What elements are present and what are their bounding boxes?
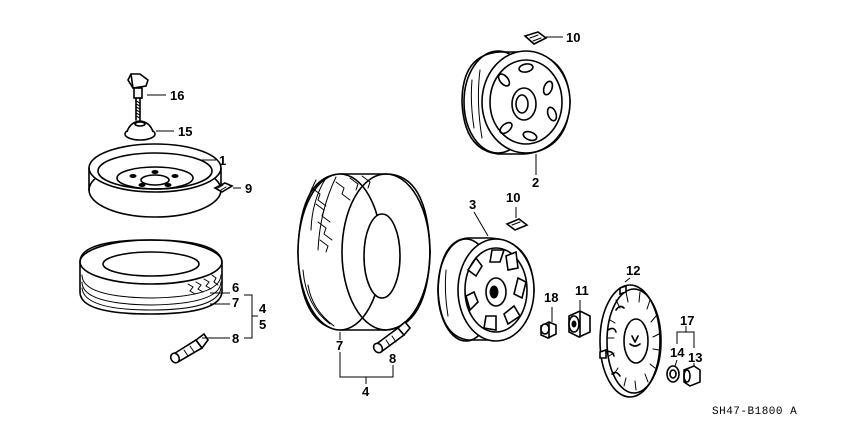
- callout-9: 9: [245, 181, 252, 196]
- callout-2: 2: [532, 175, 539, 190]
- callout-13: 13: [688, 350, 702, 365]
- part-12-wheel-cover: [599, 284, 662, 398]
- callouts: 16 15 1 9 6 7 4 5 8 7 8 4 10 2 10 3 18 1…: [170, 30, 702, 399]
- callout-17: 17: [680, 313, 694, 328]
- callout-7-center: 7: [336, 338, 343, 353]
- part-13-nut: [683, 365, 701, 387]
- callout-6: 6: [232, 280, 239, 295]
- part-18-lug-nut: [540, 321, 557, 339]
- callout-10-top: 10: [566, 30, 580, 45]
- part-2-steel-wheel: [461, 50, 571, 155]
- main-tire: [297, 173, 431, 331]
- part-11-wheel-nut: [568, 310, 591, 338]
- part-8-valve-left: [169, 332, 209, 364]
- part-16-bolt: [127, 73, 149, 121]
- part-3-styled-wheel: [437, 237, 535, 342]
- part-9-balance-weight: [213, 182, 234, 193]
- callout-16: 16: [170, 88, 184, 103]
- part-1-spare-wheel: [88, 143, 222, 218]
- part-10-weight-top: [523, 31, 548, 45]
- callout-12: 12: [626, 263, 640, 278]
- spare-tire: [79, 239, 223, 315]
- callout-4-left: 4: [259, 301, 267, 316]
- callout-15: 15: [178, 124, 192, 139]
- part-14-nut: [666, 365, 680, 383]
- diagram-code: SH47-B1800 A: [712, 406, 797, 418]
- callout-18: 18: [544, 290, 558, 305]
- callout-8-left: 8: [232, 331, 239, 346]
- callout-10-mid: 10: [506, 190, 520, 205]
- callout-8-center: 8: [389, 351, 396, 366]
- callout-7-left: 7: [232, 295, 239, 310]
- callout-1: 1: [219, 153, 226, 168]
- callout-5: 5: [259, 317, 266, 332]
- part-10-weight-mid: [505, 218, 529, 231]
- callout-14: 14: [670, 345, 685, 360]
- part-8-valve-center: [372, 320, 412, 354]
- leader-lines: [147, 36, 695, 384]
- callout-4-center: 4: [362, 384, 370, 399]
- callout-11: 11: [575, 283, 589, 298]
- part-15-cone-nut: [124, 120, 156, 141]
- callout-3: 3: [469, 197, 476, 212]
